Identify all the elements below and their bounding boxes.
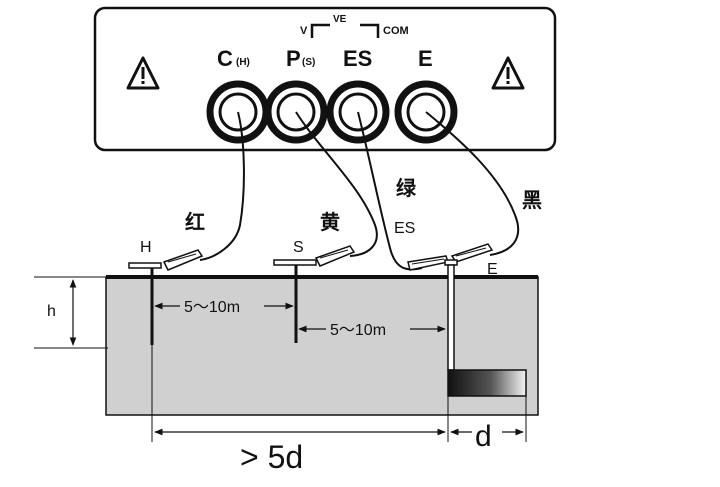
wire-green (357, 111, 423, 271)
terminal-label-c: C (217, 46, 233, 71)
clip-black (450, 243, 494, 263)
warning-triangle-icon (126, 56, 160, 90)
terminal-label-p: P (286, 46, 301, 71)
terminal-label-es: ES (343, 46, 372, 71)
dim-spacing-2-label: 5～10m (330, 322, 386, 339)
clip-red (162, 249, 204, 271)
wire-label-yellow: 黄 (320, 210, 340, 234)
wire-black (425, 111, 520, 256)
dim-total-label: > 5d (240, 439, 303, 475)
clip-green (407, 255, 449, 271)
probe-label-h: H (140, 239, 152, 256)
probe-label-es: ES (394, 220, 415, 237)
terminal-socket-c[interactable] (206, 80, 270, 144)
wire-label-green: 绿 (396, 176, 417, 200)
probe-s (273, 259, 317, 343)
clip-yellow (314, 245, 356, 267)
warning-triangle-icon (491, 56, 525, 90)
dim-d-label: d (475, 420, 492, 453)
wire-label-black: 黑 (522, 188, 542, 212)
wire-label-red: 红 (185, 210, 205, 234)
wire-red (199, 111, 245, 261)
meter-panel (93, 6, 557, 152)
dim-h-label: h (47, 303, 56, 320)
probe-label-e: E (487, 261, 498, 278)
probe-h (128, 262, 162, 345)
bracket-label-com: COM (383, 25, 409, 37)
terminal-sublabel-p: (S) (302, 57, 315, 68)
voltage-bracket (310, 23, 380, 38)
bracket-label-v: V (300, 25, 308, 37)
wire-yellow (295, 111, 378, 257)
terminal-label-e: E (418, 46, 433, 71)
terminal-sublabel-c: (H) (236, 57, 250, 68)
bracket-label-ve: VE (333, 14, 347, 25)
ground-electrode-plate (447, 369, 527, 397)
probe-label-s: S (293, 239, 304, 256)
dim-spacing-1-label: 5～10m (184, 299, 240, 316)
